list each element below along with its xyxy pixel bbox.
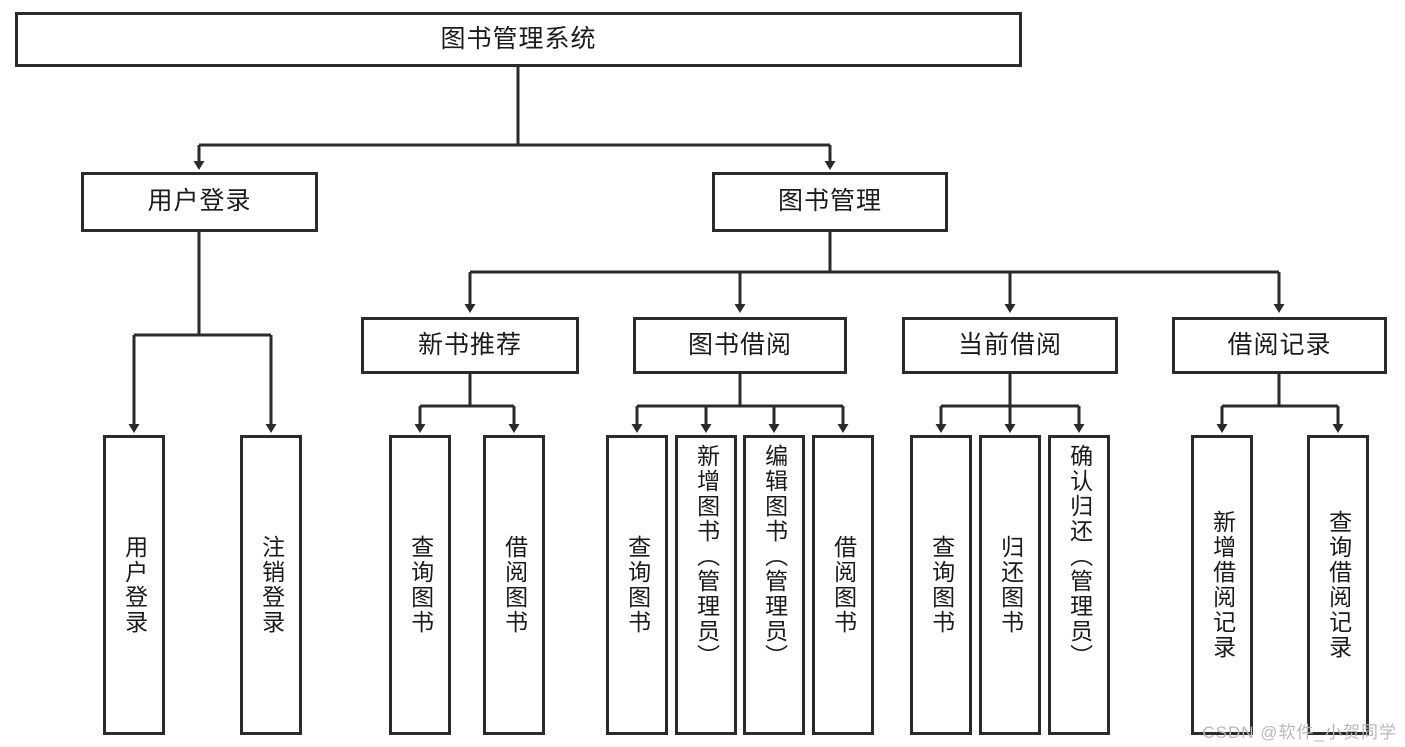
node-label: 新书推荐	[417, 330, 522, 359]
node-label: 查询图书	[624, 535, 651, 635]
node-label: 归还图书	[997, 535, 1024, 635]
node-book-borrow[interactable]: 图书借阅	[633, 317, 847, 374]
node-label: 编辑图书（管理员）	[761, 444, 788, 669]
leaf-query-book-borrow[interactable]: 查询图书	[606, 435, 668, 735]
node-label: 注销登录	[258, 535, 285, 635]
node-label: 借阅图书	[830, 535, 857, 635]
node-new-book-recommend[interactable]: 新书推荐	[361, 317, 579, 374]
node-label: 新增借阅记录	[1209, 510, 1236, 660]
leaf-borrow-book-recommend[interactable]: 借阅图书	[483, 435, 545, 735]
node-label: 当前借阅	[957, 330, 1062, 359]
node-label: 新增图书（管理员）	[693, 444, 720, 669]
node-borrow-record[interactable]: 借阅记录	[1172, 317, 1387, 374]
leaf-borrow-book[interactable]: 借阅图书	[812, 435, 874, 735]
node-user-login[interactable]: 用户登录	[81, 172, 318, 232]
node-label: 图书借阅	[687, 330, 792, 359]
leaf-add-book-admin[interactable]: 新增图书（管理员）	[675, 435, 737, 735]
node-label: 查询图书	[928, 535, 955, 635]
node-label: 查询借阅记录	[1325, 510, 1352, 660]
node-root-system[interactable]: 图书管理系统	[15, 12, 1022, 67]
leaf-confirm-return-admin[interactable]: 确认归还（管理员）	[1048, 435, 1110, 735]
node-book-management[interactable]: 图书管理	[712, 172, 948, 232]
node-label: 图书管理系统	[440, 24, 597, 53]
leaf-logout[interactable]: 注销登录	[240, 435, 302, 735]
leaf-edit-book-admin[interactable]: 编辑图书（管理员）	[743, 435, 805, 735]
leaf-user-login[interactable]: 用户登录	[103, 435, 165, 735]
leaf-return-book[interactable]: 归还图书	[979, 435, 1041, 735]
leaf-query-book-current[interactable]: 查询图书	[910, 435, 972, 735]
csdn-watermark: CSDN @软件_小贺同学	[1202, 723, 1397, 742]
leaf-query-borrow-record[interactable]: 查询借阅记录	[1307, 435, 1369, 735]
node-label: 查询图书	[407, 535, 434, 635]
node-label: 确认归还（管理员）	[1066, 444, 1093, 669]
leaf-add-borrow-record[interactable]: 新增借阅记录	[1191, 435, 1253, 735]
node-label: 借阅图书	[501, 535, 528, 635]
node-label: 借阅记录	[1227, 330, 1332, 359]
node-label: 用户登录	[147, 187, 252, 216]
node-label: 用户登录	[121, 535, 148, 635]
node-label: 图书管理	[777, 187, 882, 216]
leaf-query-book-recommend[interactable]: 查询图书	[389, 435, 451, 735]
node-current-borrow[interactable]: 当前借阅	[902, 317, 1118, 374]
